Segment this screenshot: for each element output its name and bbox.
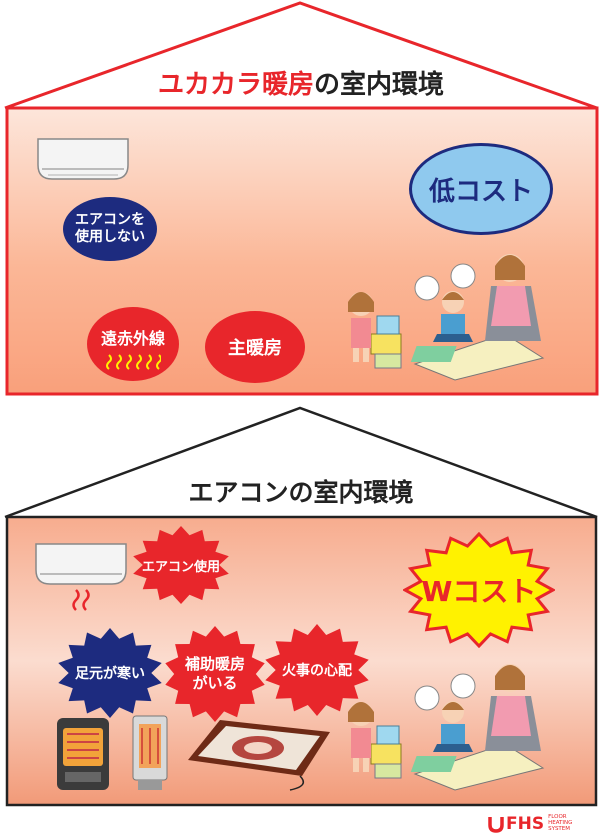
- aircon-use-burst: [133, 526, 229, 604]
- fhs-logo-mark-icon: [488, 817, 504, 833]
- main-heating-badge: 主暖房: [205, 311, 305, 383]
- electric-heater-icon: [132, 715, 168, 790]
- fire-worry-burst: [265, 624, 369, 716]
- low-cost-label: 低コスト: [428, 176, 533, 207]
- aircon-use-badge: エアコン使用: [130, 524, 232, 606]
- double-cost-badge: Wコスト: [403, 532, 555, 648]
- aux-heating-burst: [165, 626, 265, 722]
- main-heating-label: 主暖房: [228, 338, 282, 359]
- fire-worry-badge: 火事の心配: [262, 622, 372, 718]
- top-title-highlight: ユカカラ暖房: [157, 70, 314, 100]
- double-cost-label: Wコスト: [421, 575, 537, 608]
- family-playing-illustration-top: [348, 254, 545, 381]
- double-cost-burst: [403, 532, 555, 648]
- no-aircon-label: エアコンを 使用しない: [75, 211, 145, 246]
- no-aircon-badge: エアコンを 使用しない: [63, 197, 157, 261]
- cold-feet-label: 足元が寒い: [75, 666, 145, 682]
- aircon-unit-bottom: [35, 543, 127, 611]
- low-cost-badge: 低コスト: [409, 143, 553, 235]
- cold-feet-badge: 足元が寒い: [55, 626, 165, 720]
- bottom-house-title: エアコンの室内環境: [188, 478, 414, 507]
- aircon-unit-top: [37, 138, 129, 180]
- electric-carpet-icon: [188, 720, 330, 791]
- fhs-logo: FHS FLOOR HEATING SYSTEM: [488, 812, 572, 836]
- aircon-use-label: エアコン使用: [141, 559, 220, 575]
- far-infrared-label: 遠赤外線: [100, 329, 165, 348]
- top-title-rest: の室内環境: [314, 70, 445, 100]
- fire-worry-label: 火事の心配: [282, 663, 352, 679]
- heat-waves-icon: [106, 354, 161, 370]
- fhs-logo-text: FHS: [506, 814, 545, 834]
- kerosene-heater-icon: [57, 718, 109, 790]
- aux-heating-label: 補助暖房 がいる: [184, 655, 245, 692]
- warm-air-icon: [72, 589, 90, 611]
- family-playing-illustration-bottom: [348, 664, 545, 791]
- cold-feet-burst: [58, 628, 162, 718]
- fhs-logo-tagline: FLOOR HEATING SYSTEM: [548, 814, 573, 832]
- far-infrared-badge: 遠赤外線: [87, 307, 179, 381]
- top-house-title: ユカカラ暖房の室内環境: [0, 64, 602, 101]
- aux-heating-badge: 補助暖房 がいる: [162, 624, 268, 724]
